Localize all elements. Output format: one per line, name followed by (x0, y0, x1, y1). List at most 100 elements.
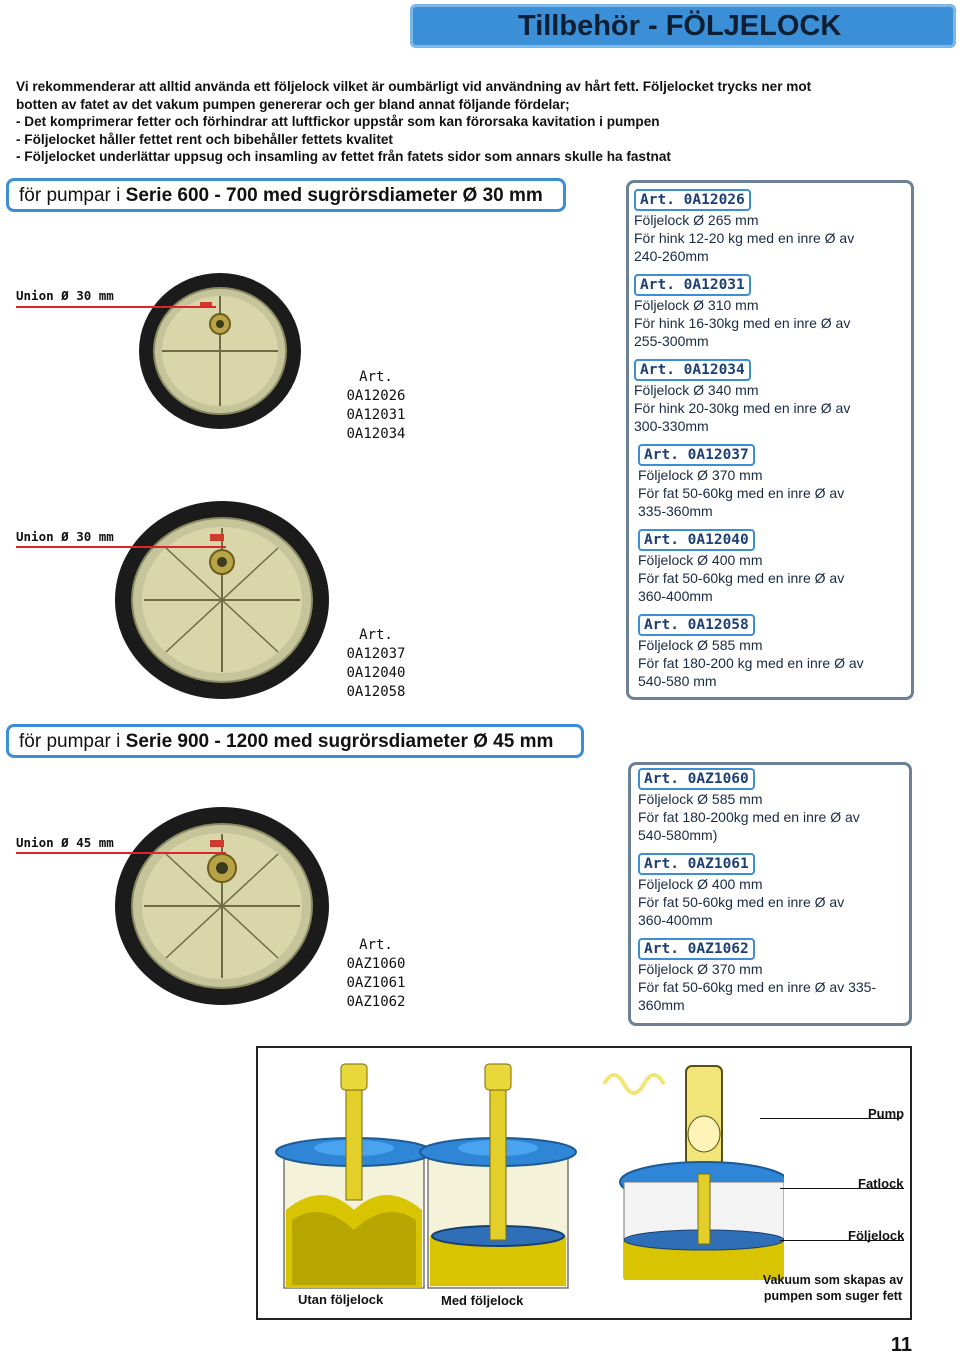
art-label: Art. (359, 627, 393, 643)
art-code: 0A12034 (346, 426, 406, 442)
union-pointer-line (16, 306, 216, 308)
spec-item: Art. 0A12034 Följelock Ø 340 mm För hink… (634, 359, 850, 435)
art-code: 0A12058 (346, 684, 406, 700)
label-vacuum: Vakuum som skapas av pumpen som suger fe… (760, 1272, 906, 1304)
spec-item: Art. 0A12031 Följelock Ø 310 mm För hink… (634, 274, 850, 350)
label-vacuum-line: pumpen som suger fett (763, 1289, 903, 1303)
art-number: Art. 0A12037 (638, 444, 755, 466)
union-label: Union Ø 30 mm (16, 288, 114, 303)
spec-line: 335-360mm (638, 503, 713, 519)
art-number: Art. 0AZ1060 (638, 768, 755, 790)
union-label: Union Ø 30 mm (16, 529, 114, 544)
spec-line: För fat 180-200kg med en inre Ø av (638, 809, 860, 825)
intro-line: - Följelocket underlättar uppsug och ins… (16, 149, 671, 164)
spec-line: Följelock Ø 400 mm (638, 552, 763, 568)
art-number: Art. 0AZ1061 (638, 853, 755, 875)
spec-line: 540-580 mm (638, 673, 717, 689)
label-vacuum-line: Vakuum som skapas av (762, 1273, 904, 1287)
pump-pointer-line (760, 1118, 902, 1119)
art-number: Art. 0AZ1062 (638, 938, 755, 960)
union-label: Union Ø 45 mm (16, 835, 114, 850)
art-code: 0AZ1062 (346, 994, 406, 1010)
spec-item: Art. 0AZ1061 Följelock Ø 400 mm För fat … (638, 853, 844, 929)
art-number: Art. 0A12040 (638, 529, 755, 551)
union-pointer-line (16, 546, 226, 548)
intro-text: Vi rekommenderar att alltid använda ett … (16, 78, 946, 166)
art-label: Art. (359, 937, 393, 953)
spec-item: Art. 0A12037 Följelock Ø 370 mm För fat … (638, 444, 844, 520)
spec-item: Art. 0A12026 Följelock Ø 265 mm För hink… (634, 189, 854, 265)
spec-item: Art. 0AZ1060 Följelock Ø 585 mm För fat … (638, 768, 860, 844)
art-group-2: Art. 0A12037 0A12040 0A12058 (336, 626, 416, 702)
spec-line: 360-400mm (638, 912, 713, 928)
art-group-1: Art. 0A12026 0A12031 0A12034 (336, 368, 416, 444)
spec-item: Art. 0A12040 Följelock Ø 400 mm För fat … (638, 529, 844, 605)
drum-comparison-image (275, 1063, 577, 1289)
heading-prefix: för pumpar i (19, 731, 126, 752)
art-label: Art. (359, 369, 393, 385)
spec-line: 255-300mm (634, 333, 709, 349)
art-number: Art. 0A12058 (638, 614, 755, 636)
spec-line: Följelock Ø 370 mm (638, 467, 763, 483)
spec-line: För hink 16-30kg med en inre Ø av (634, 315, 851, 331)
spec-line: För fat 180-200 kg med en inre Ø av (638, 655, 864, 671)
section-heading-serie-600: för pumpar i Serie 600 - 700 med sugrörs… (6, 178, 566, 212)
art-code: 0A12040 (346, 665, 406, 681)
page-number: 11 (890, 1334, 912, 1356)
heading-prefix: för pumpar i (19, 185, 126, 206)
spec-line: För hink 12-20 kg med en inre Ø av (634, 230, 855, 246)
spec-line: Följelock Ø 585 mm (638, 637, 763, 653)
follower-lid-large-image (115, 501, 329, 699)
spec-line: För fat 50-60kg med en inre Ø av (638, 894, 845, 910)
spec-line: Följelock Ø 370 mm (638, 961, 763, 977)
spec-line: För hink 20-30kg med en inre Ø av (634, 400, 851, 416)
spec-line: 240-260mm (634, 248, 709, 264)
intro-line: Vi rekommenderar att alltid använda ett … (16, 79, 812, 94)
spec-line: För fat 50-60kg med en inre Ø av (638, 570, 845, 586)
cartoon-pump-image (602, 1065, 784, 1280)
art-group-3: Art. 0AZ1060 0AZ1061 0AZ1062 (336, 936, 416, 1012)
foljelock-pointer-line (780, 1240, 904, 1241)
spec-item: Art. 0A12058 Följelock Ø 585 mm För fat … (638, 614, 864, 690)
spec-line: 360-400mm (638, 588, 713, 604)
section-heading-serie-900: för pumpar i Serie 900 - 1200 med sugrör… (6, 724, 584, 758)
page-title: Tillbehör - FÖLJELOCK (518, 10, 842, 42)
heading-text: Serie 600 - 700 med sugrörsdiameter Ø 30… (125, 185, 543, 206)
spec-line: Följelock Ø 400 mm (638, 876, 763, 892)
intro-line: - Följelocket håller fettet rent och bib… (16, 131, 393, 147)
label-pump: Pump (868, 1106, 905, 1121)
label-foljelock: Följelock (848, 1228, 905, 1243)
art-number: Art. 0A12031 (634, 274, 751, 296)
art-code: 0AZ1060 (346, 956, 406, 972)
caption-with-follower: Med följelock (441, 1293, 524, 1308)
art-number: Art. 0A12026 (634, 189, 751, 211)
art-number: Art. 0A12034 (634, 359, 751, 381)
caption-without-follower: Utan följelock (298, 1292, 384, 1307)
intro-line: - Det komprimerar fetter och förhindrar … (16, 114, 660, 129)
spec-line: 540-580mm) (638, 827, 718, 843)
spec-box-serie-600 (626, 180, 914, 700)
follower-lid-small-image (139, 273, 301, 429)
spec-item: Art. 0AZ1062 Följelock Ø 370 mm För fat … (638, 938, 876, 1014)
spec-line: 300-330mm (634, 418, 709, 434)
follower-lid-45mm-image (115, 807, 329, 1005)
spec-line: För fat 50-60kg med en inre Ø av (638, 485, 845, 501)
fatlock-pointer-line (780, 1188, 904, 1189)
spec-line: Följelock Ø 585 mm (638, 791, 763, 807)
spec-line: 360mm (638, 997, 685, 1013)
union-pointer-line (16, 852, 226, 854)
art-code: 0A12037 (346, 646, 406, 662)
title-banner: Tillbehör - FÖLJELOCK (410, 4, 956, 48)
illustration-panel (256, 1046, 912, 1320)
art-code: 0A12026 (346, 388, 406, 404)
spec-line: Följelock Ø 340 mm (634, 382, 759, 398)
spec-line: Följelock Ø 310 mm (634, 297, 759, 313)
heading-text: Serie 900 - 1200 med sugrörsdiameter Ø 4… (125, 731, 554, 752)
art-code: 0A12031 (346, 407, 406, 423)
spec-box-serie-900 (628, 762, 912, 1026)
spec-line: Följelock Ø 265 mm (634, 212, 759, 228)
intro-line: botten av fatet av det vakum pumpen gene… (16, 96, 570, 112)
spec-line: För fat 50-60kg med en inre Ø av 335- (638, 979, 877, 995)
art-code: 0AZ1061 (346, 975, 406, 991)
label-fatlock: Fatlock (858, 1176, 904, 1191)
